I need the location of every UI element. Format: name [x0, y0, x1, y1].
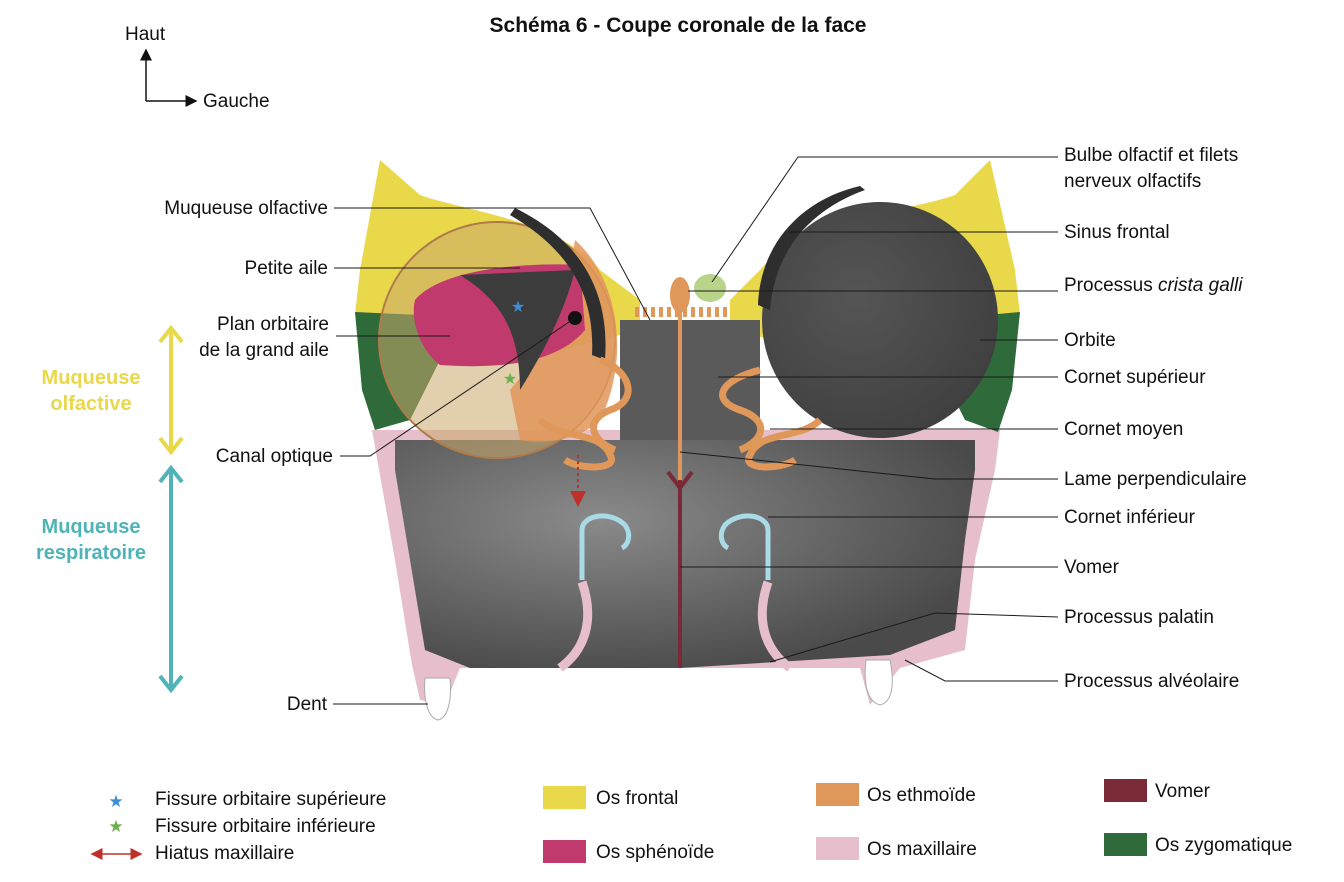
label-canal-optique: Canal optique [216, 446, 333, 467]
respiratoire-range-arrow [158, 464, 184, 694]
star-blue-icon: ★ [511, 299, 525, 316]
label-cornet-inferieur: Cornet inférieur [1064, 507, 1196, 528]
side-label-respiratoire-1: Muqueuse [42, 516, 141, 538]
right-labels: Bulbe olfactif et filets nerveux olfacti… [679, 145, 1247, 692]
swatch-maxillaire [816, 837, 859, 860]
legend-fissure-inf: Fissure orbitaire inférieure [155, 816, 376, 837]
legend-vomer: Vomer [1155, 781, 1211, 802]
label-orbite: Orbite [1064, 330, 1116, 351]
tooth-right [864, 659, 893, 706]
label-crista-galli: Processus crista galli [1064, 275, 1243, 296]
legend-star-green-icon: ★ [108, 817, 123, 836]
olfactory-bulb [694, 274, 726, 302]
label-plan-orbitaire-2: de la grand aile [199, 340, 329, 361]
label-dent: Dent [287, 694, 328, 715]
side-label-respiratoire-2: respiratoire [36, 542, 146, 564]
legend-frontal: Os frontal [596, 788, 678, 809]
diagram-title: Schéma 6 - Coupe coronale de la face [490, 14, 867, 37]
orientation-indicator: Haut Gauche [125, 24, 270, 112]
swatch-vomer [1104, 779, 1147, 802]
tooth-left [424, 677, 451, 721]
swatch-frontal [543, 786, 586, 809]
legend-fissure-sup: Fissure orbitaire supérieure [155, 789, 386, 810]
swatch-zygomatique [1104, 833, 1147, 856]
legend-maxillaire: Os maxillaire [867, 839, 977, 860]
legend-star-blue-icon: ★ [108, 792, 123, 811]
label-vomer: Vomer [1064, 557, 1120, 578]
inferior-concha [718, 513, 771, 580]
label-bulbe-1: Bulbe olfactif et filets [1064, 145, 1238, 166]
orbital-fissure [460, 270, 575, 390]
legend-sphenoide: Os sphénoïde [596, 842, 714, 863]
legend-zygomatique: Os zygomatique [1155, 835, 1292, 856]
crista-galli [670, 277, 690, 313]
label-muqueuse-olfactive: Muqueuse olfactive [164, 198, 328, 219]
color-legend: Os frontal Os sphénoïde Os ethmoïde Os m… [543, 779, 1292, 863]
label-cornet-superieur: Cornet supérieur [1064, 367, 1206, 388]
orientation-up-label: Haut [125, 24, 166, 45]
label-sinus-frontal: Sinus frontal [1064, 222, 1170, 243]
label-petite-aile: Petite aile [245, 258, 328, 279]
swatch-ethmoide [816, 783, 859, 806]
label-processus-alveolaire: Processus alvéolaire [1064, 671, 1239, 692]
side-label-olfactive-1: Muqueuse [42, 367, 141, 389]
swatch-sphenoide [543, 840, 586, 863]
middle-concha [744, 417, 823, 471]
symbol-legend: ★ Fissure orbitaire supérieure ★ Fissure… [90, 789, 386, 864]
legend-ethmoide: Os ethmoïde [867, 785, 976, 806]
label-cornet-moyen: Cornet moyen [1064, 419, 1183, 440]
palatine-process [757, 580, 793, 672]
face-section-illustration: ★ ★ [355, 160, 1020, 721]
label-plan-orbitaire-1: Plan orbitaire [217, 314, 329, 335]
left-labels: Muqueuse olfactive Petite aile Plan orbi… [164, 198, 651, 715]
side-label-olfactive-2: olfactive [50, 393, 131, 415]
star-green-icon: ★ [503, 371, 517, 388]
nasal-cavity [395, 440, 975, 668]
olfactive-range-arrow [158, 324, 184, 456]
label-lame-perpendiculaire: Lame perpendiculaire [1064, 469, 1247, 490]
label-processus-palatin: Processus palatin [1064, 607, 1214, 628]
orbit-right [762, 202, 998, 438]
superior-concha [719, 366, 765, 454]
legend-hiatus: Hiatus maxillaire [155, 843, 294, 864]
label-bulbe-2: nerveux olfactifs [1064, 171, 1201, 192]
orientation-left-label: Gauche [203, 91, 270, 112]
